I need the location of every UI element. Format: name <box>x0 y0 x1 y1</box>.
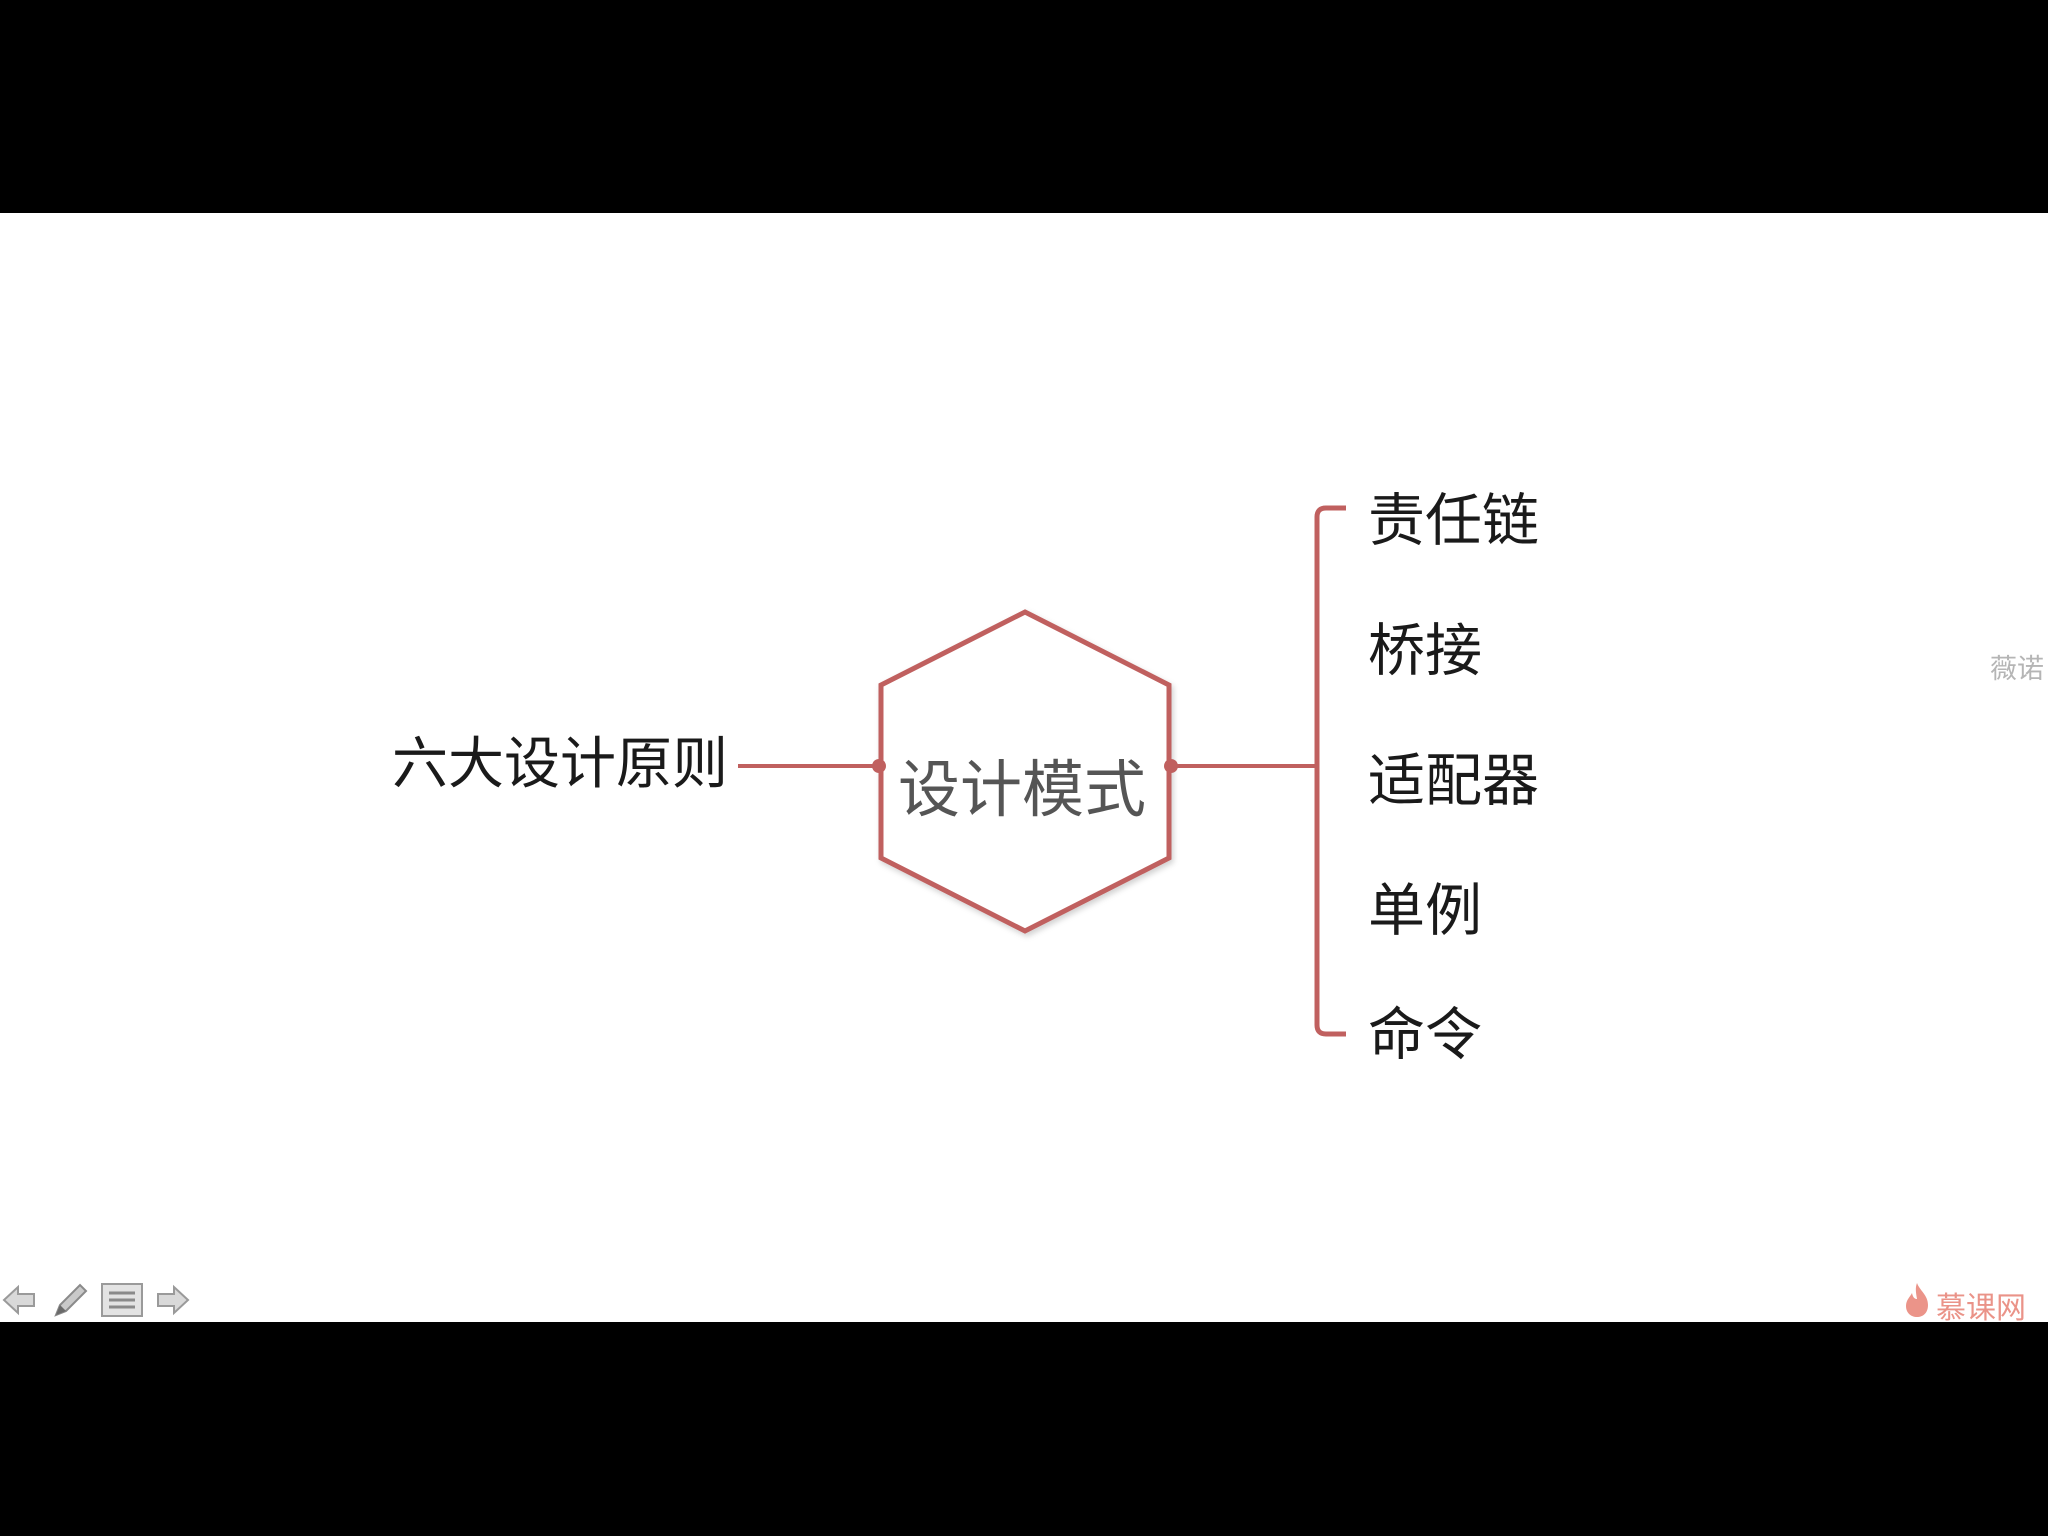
menu-icon[interactable] <box>100 1281 144 1319</box>
arrow-right-icon[interactable] <box>154 1281 192 1319</box>
watermark-text: 薇诺 <box>1990 654 2044 685</box>
branch-label-command: 命令 <box>1368 1002 1482 1068</box>
central-hexagon <box>878 609 1172 934</box>
branch-label-chain-of-responsibility: 责任链 <box>1368 488 1539 554</box>
flame-icon <box>1906 1283 1928 1317</box>
presentation-toolbar <box>0 1281 200 1321</box>
branch-label-singleton: 单例 <box>1368 878 1482 944</box>
branch-bracket <box>1314 505 1346 1037</box>
arrow-left-icon[interactable] <box>0 1281 38 1319</box>
branch-label-adapter: 适配器 <box>1368 748 1539 814</box>
brand-name: 慕课网 <box>1936 1291 2026 1322</box>
pen-icon[interactable] <box>50 1281 90 1319</box>
root-topic-label: 六大设计原则 <box>392 732 728 797</box>
branch-label-bridge: 桥接 <box>1368 618 1482 684</box>
slide-canvas: 六大设计原则 设计模式 责任链 桥接 适配器 单例 命令 薇诺 <box>0 213 2048 1322</box>
left-anchor-dot <box>872 759 886 773</box>
mindmap-diagram <box>738 505 1346 1037</box>
central-topic-label: 设计模式 <box>898 753 1147 826</box>
